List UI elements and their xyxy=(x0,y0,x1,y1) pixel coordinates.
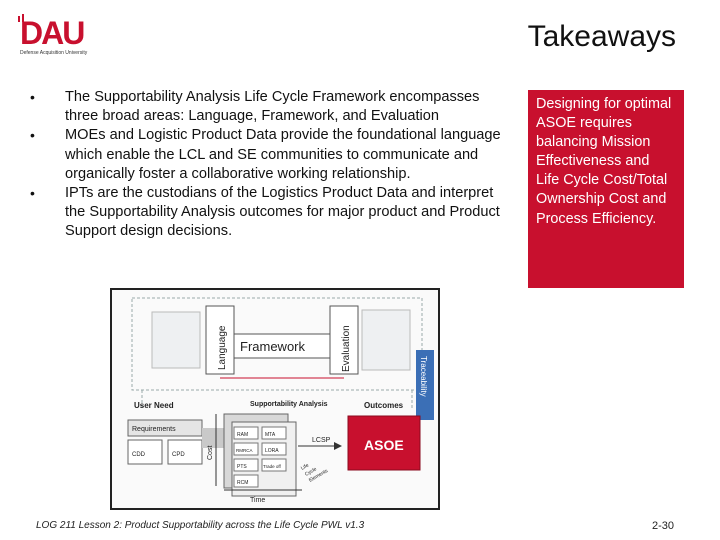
bullet-item: • The Supportability Analysis Life Cycle … xyxy=(30,88,510,126)
requirements-label: Requirements xyxy=(132,426,176,433)
bullet-marker: • xyxy=(30,185,35,202)
callout-text: Designing for optimal ASOE requires bala… xyxy=(536,96,672,227)
bullet-marker: • xyxy=(30,89,35,105)
box-lora: LORA xyxy=(265,448,279,454)
bullet-text: The Supportability Analysis Life Cycle F… xyxy=(65,89,480,125)
language-label: Language xyxy=(217,325,228,370)
dau-logo: DAU Defense Acquisition University xyxy=(14,12,124,56)
bullet-item: • IPTs are the custodians of the Logistic… xyxy=(30,184,510,242)
box-rmrca: RMRCA xyxy=(236,448,253,453)
supportability-analysis-label: Supportability Analysis xyxy=(250,401,328,408)
bullet-marker: • xyxy=(30,127,35,144)
framework-label: Framework xyxy=(240,339,306,354)
box-pts: PTS xyxy=(237,464,247,470)
bullet-text: IPTs are the custodians of the Logistics… xyxy=(65,185,500,240)
bullet-text: MOEs and Logistic Product Data provide t… xyxy=(65,127,501,182)
box-mta: MTA xyxy=(265,432,276,438)
corner-label-life: Life xyxy=(300,462,310,471)
traceability-label: Traceability xyxy=(419,356,428,397)
box-trade-off: Trade off xyxy=(263,464,282,469)
outcomes-label: Outcomes xyxy=(364,401,404,410)
time-label: Time xyxy=(250,497,265,504)
framework-diagram: Language Framework Evaluation Traceabili… xyxy=(110,288,440,510)
evaluation-label: Evaluation xyxy=(341,325,352,372)
callout-box: Designing for optimal ASOE requires bala… xyxy=(528,90,684,288)
svg-text:DAU: DAU xyxy=(20,15,84,50)
corner-label-cycle: Cycle xyxy=(304,466,318,478)
logo-subtext: Defense Acquisition University xyxy=(20,50,88,56)
lcsp-label: LCSP xyxy=(312,437,331,444)
page-title: Takeaways xyxy=(527,20,676,53)
cpd-label: CPD xyxy=(172,452,185,458)
box-ram: RAM xyxy=(237,432,248,438)
dau-logo-mark: DAU xyxy=(18,14,86,50)
cost-label: Cost xyxy=(207,446,214,460)
framework-diagram-graphic: Language Framework Evaluation Traceabili… xyxy=(127,297,434,504)
footer-overlay: PWL xyxy=(320,520,343,531)
user-need-label: User Need xyxy=(134,401,174,410)
footer-text: LOG 211 Lesson 2: Product Supportability… xyxy=(36,520,364,531)
footer-course: LOG 211 Lesson 2: Product Supportability… xyxy=(36,520,319,531)
bullet-list: • The Supportability Analysis Life Cycle … xyxy=(30,88,510,242)
box-rcm: RCM xyxy=(237,480,248,486)
footer-version: v1.3 xyxy=(345,520,365,531)
page-number: 2-30 xyxy=(652,520,675,532)
asoe-label: ASOE xyxy=(364,437,404,453)
cdd-label: CDD xyxy=(132,452,146,458)
bullet-item: • MOEs and Logistic Product Data provide … xyxy=(30,126,510,184)
